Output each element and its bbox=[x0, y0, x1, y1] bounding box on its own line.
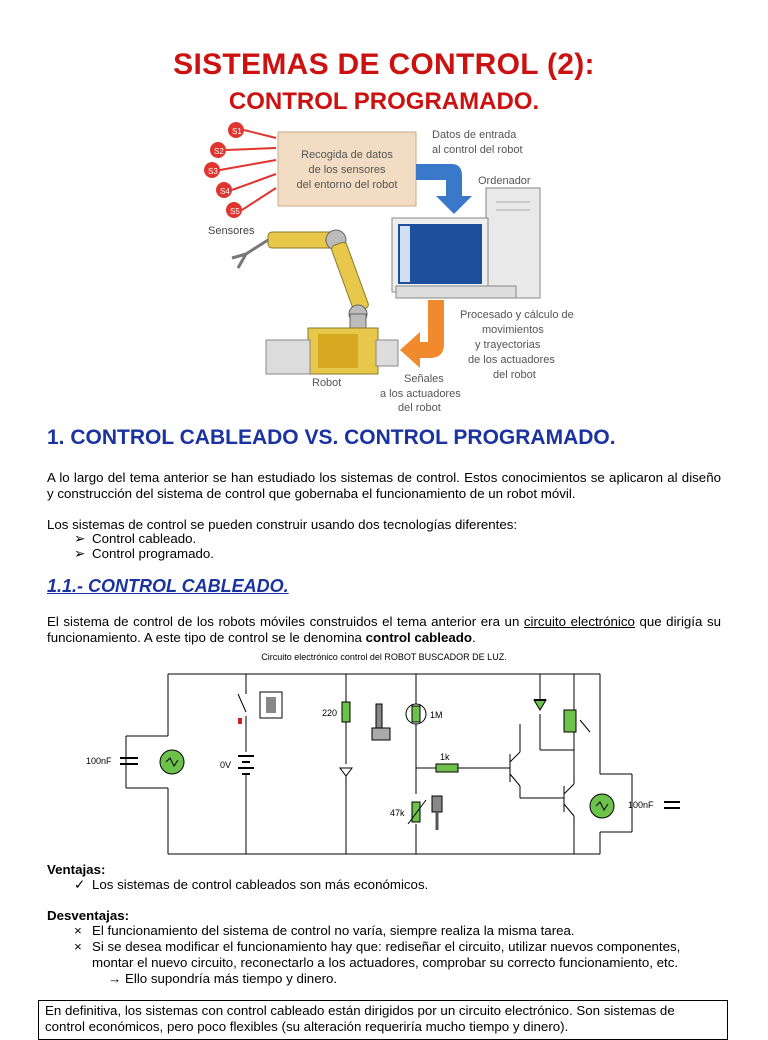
potentiometer-icon bbox=[411, 801, 421, 823]
proc-line1: Procesado y cálculo de bbox=[460, 309, 574, 321]
section-1-1-heading: 1.1.- CONTROL CABLEADO. bbox=[47, 576, 289, 596]
conclusion-line-1: En definitiva, los sistemas con control … bbox=[45, 1003, 675, 1018]
switch-lever-icon bbox=[266, 697, 276, 713]
svg-text:S3: S3 bbox=[208, 167, 218, 176]
svg-text:S1: S1 bbox=[232, 127, 242, 136]
section-1-paragraph-1: A lo largo del tema anterior se han estu… bbox=[47, 470, 721, 501]
sensor-group: S1 S2 S3 S4 S5 bbox=[204, 122, 277, 218]
senales-line2: a los actuadores bbox=[380, 388, 461, 400]
arrow-bullet-icon: ➢ bbox=[74, 546, 86, 561]
para-text: El sistema de control de los robots móvi… bbox=[47, 614, 524, 629]
para-text: que dirigía su funcionamiento. A este ti… bbox=[47, 614, 721, 645]
potentiometer-label: 47k bbox=[390, 808, 405, 818]
section-1-1-paragraph: El sistema de control de los robots móvi… bbox=[47, 614, 721, 646]
box-line2: de los sensores bbox=[308, 164, 386, 176]
datos-line1: Datos de entrada bbox=[432, 129, 517, 141]
list-item-continuation: montar el nuevo circuito, reconectarlo a… bbox=[92, 955, 679, 970]
conclusion-box: En definitiva, los sistemas con control … bbox=[38, 1000, 728, 1040]
ldr-label: 1M bbox=[430, 710, 443, 720]
output-arrow-icon bbox=[400, 300, 444, 368]
switch-marker-icon bbox=[238, 718, 242, 724]
checkmark-icon: ✓ bbox=[74, 877, 86, 892]
box-line3: del entorno del robot bbox=[297, 179, 398, 191]
motor-left-icon bbox=[159, 749, 185, 775]
svg-text:S2: S2 bbox=[214, 147, 224, 156]
ldr-icon bbox=[405, 703, 427, 725]
section-1-heading: 1. CONTROL CABLEADO VS. CONTROL PROGRAMA… bbox=[47, 426, 616, 449]
control-cableado-term: control cableado bbox=[365, 630, 472, 645]
cross-bullet-icon: × bbox=[74, 939, 82, 954]
list-item: × El funcionamiento del sistema de contro… bbox=[74, 923, 575, 939]
svg-text:S4: S4 bbox=[220, 187, 230, 196]
sensor-s3-icon: S3 bbox=[204, 159, 277, 178]
sensor-s4-icon: S4 bbox=[216, 173, 277, 198]
motor-right-icon bbox=[589, 793, 615, 819]
list-item: ➢ Control cableado. bbox=[74, 531, 196, 547]
diode-icon bbox=[533, 699, 547, 711]
led-icon bbox=[339, 767, 353, 777]
capacitor-right-label: 100nF bbox=[628, 800, 654, 810]
box-line1: Recogida de datos bbox=[301, 149, 393, 161]
circuit-diagram: 100nF 0V 220 1M 1k 47k 100nF bbox=[86, 673, 680, 855]
circuito-electronico-term: circuito electrónico bbox=[523, 614, 635, 629]
svg-text:S5: S5 bbox=[230, 207, 240, 216]
list-item-text: Los sistemas de control cableados son má… bbox=[92, 877, 429, 892]
relay-coil-icon bbox=[563, 709, 577, 733]
list-item-text: Control programado. bbox=[92, 546, 214, 561]
list-item-consequence: → Ello supondría más tiempo y dinero. bbox=[108, 971, 338, 986]
potentiometer-knob-icon bbox=[431, 795, 443, 813]
list-item: × Si se desea modificar el funcionamiento… bbox=[74, 939, 680, 955]
sensores-label: Sensores bbox=[208, 225, 255, 237]
robot-control-figure: S1 S2 S3 S4 S5 Sensores Recogida de dato… bbox=[204, 122, 574, 414]
input-arrow-icon bbox=[416, 164, 472, 214]
cross-bullet-icon: × bbox=[74, 923, 82, 938]
proc-line4: de los actuadores bbox=[468, 354, 555, 366]
proc-line3: y trayectorias bbox=[475, 339, 541, 351]
sensor-s1-icon: S1 bbox=[228, 122, 277, 139]
sensor-s5-icon: S5 bbox=[226, 187, 277, 218]
sensor-s2-icon: S2 bbox=[210, 142, 277, 158]
list-item: ✓ Los sistemas de control cableados son m… bbox=[74, 877, 428, 893]
circuit-caption: Circuito electrónico control del ROBOT B… bbox=[261, 652, 507, 662]
list-item-text: Control cableado. bbox=[92, 531, 197, 546]
para-text: . bbox=[472, 630, 476, 645]
list-item-text: El funcionamiento del sistema de control… bbox=[92, 923, 575, 938]
senales-line1: Señales bbox=[404, 373, 444, 385]
ventajas-heading: Ventajas: bbox=[47, 862, 106, 877]
conclusion-line-2: control económicos, pero poco flexibles … bbox=[45, 1019, 569, 1034]
arrow-bullet-icon: ➢ bbox=[74, 531, 86, 546]
potentiometer-arrow-icon bbox=[407, 799, 427, 825]
page-title: SISTEMAS DE CONTROL (2): bbox=[173, 48, 595, 81]
capacitor-left-icon bbox=[120, 757, 138, 765]
resistor-1k-label: 1k bbox=[440, 752, 450, 762]
battery-label: 0V bbox=[220, 760, 231, 770]
resistor-220-label: 220 bbox=[322, 708, 337, 718]
ldr-holder-icon bbox=[371, 727, 391, 741]
senales-line3: del robot bbox=[398, 402, 441, 414]
computer-icon bbox=[391, 187, 541, 299]
resistor-1k-icon bbox=[435, 763, 459, 773]
desventajas-heading: Desventajas: bbox=[47, 908, 130, 923]
capacitor-right-icon bbox=[664, 801, 680, 809]
battery-icon bbox=[238, 755, 254, 775]
proc-line2: movimientos bbox=[482, 324, 544, 336]
data-collection-box bbox=[277, 131, 417, 207]
section-1-paragraph-2: Los sistemas de control se pueden constr… bbox=[47, 517, 518, 532]
page-subtitle: CONTROL PROGRAMADO. bbox=[228, 88, 540, 115]
ordenador-label: Ordenador bbox=[478, 175, 531, 187]
robot-label: Robot bbox=[312, 377, 341, 389]
robot-arm-icon bbox=[231, 229, 399, 375]
datos-line2: al control del robot bbox=[432, 144, 523, 156]
resistor-220-icon bbox=[341, 701, 351, 723]
list-item-text: Si se desea modificar el funcionamiento … bbox=[92, 939, 681, 954]
list-item: ➢ Control programado. bbox=[74, 546, 214, 562]
capacitor-left-label: 100nF bbox=[86, 756, 112, 766]
proc-line5: del robot bbox=[493, 369, 536, 381]
